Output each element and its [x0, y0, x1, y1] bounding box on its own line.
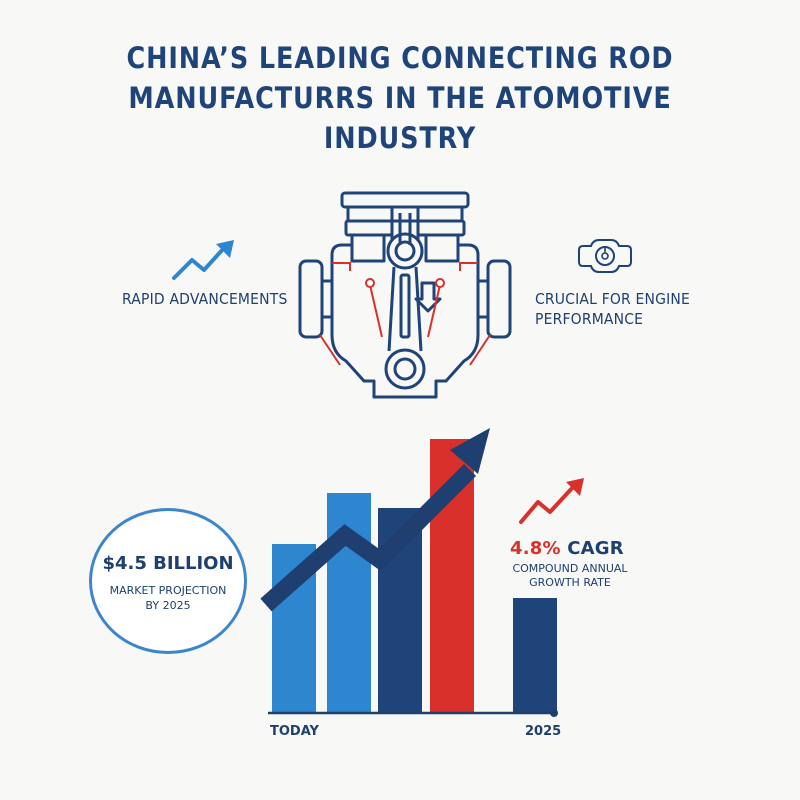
- cagr-percent: 4.8%: [510, 538, 561, 559]
- market-projection-value: $4.5 BILLION: [102, 553, 234, 574]
- market-projection-caption: MARKET PROJECTION BY 2025: [92, 583, 244, 613]
- cagr-value: 4.8% CAGR: [510, 538, 624, 559]
- gauge-icon: [578, 239, 632, 273]
- cagr-value-text: 4.8% CAGR: [510, 538, 624, 559]
- engine-connecting-rod-icon: [298, 191, 512, 399]
- bar-5: [513, 598, 557, 712]
- trend-up-arrow-icon: [172, 240, 234, 280]
- page-title: CHINA’S LEADING CONNECTING ROD MANUFACTU…: [48, 38, 752, 158]
- title-line-2: MANUFACTURRS IN THE ATOMOTIVE INDUSTRY: [128, 81, 672, 155]
- cagr-trend-arrow-icon: [519, 478, 584, 524]
- rapid-advancements-label: RAPID ADVANCEMENTS: [122, 290, 288, 308]
- cagr-caption-line-2: GROWTH RATE: [529, 576, 611, 589]
- cagr-caption-line-1: COMPOUND ANNUAL: [512, 562, 628, 575]
- axis-label-start: TODAY: [270, 724, 319, 739]
- crucial-performance-line-2: PERFORMANCE: [535, 310, 644, 328]
- market-projection-caption-line-1: MARKET PROJECTION: [109, 584, 227, 597]
- axis-label-end: 2025: [525, 724, 562, 739]
- market-projection-caption-line-2: BY 2025: [145, 599, 191, 612]
- title-line-1: CHINA’S LEADING CONNECTING ROD: [126, 41, 674, 75]
- cagr-caption: COMPOUND ANNUAL GROWTH RATE: [505, 562, 635, 590]
- crucial-performance-line-1: CRUCIAL FOR ENGINE: [535, 290, 691, 308]
- growth-arrow-head: [450, 428, 490, 474]
- market-projection-badge: $4.5 BILLION MARKET PROJECTION BY 2025: [89, 508, 247, 654]
- cagr-suffix: CAGR: [560, 538, 624, 559]
- growth-arrow-line: [260, 463, 477, 612]
- bar-2: [327, 493, 371, 712]
- x-axis-end-dot: [550, 709, 558, 717]
- crucial-performance-label: CRUCIAL FOR ENGINE PERFORMANCE: [535, 289, 690, 329]
